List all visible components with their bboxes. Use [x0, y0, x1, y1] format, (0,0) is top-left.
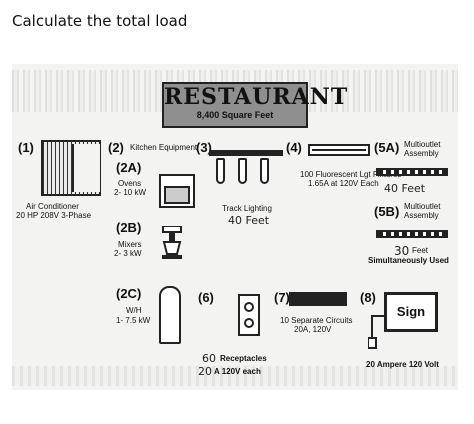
item-2-number: (2)	[108, 140, 124, 155]
item-5a-number: (5A)	[374, 140, 400, 155]
multioutlet-a-label-1: Multioutlet	[404, 140, 441, 149]
mixers-label: Mixers	[118, 240, 142, 249]
sign-cord-icon	[368, 315, 384, 349]
multioutlet-b-label-2: Assembly	[404, 211, 439, 220]
restaurant-diagram: RESTAURANT 8,400 Square Feet (1) Air Con…	[12, 64, 458, 390]
item-4-number: (4)	[286, 140, 302, 155]
outlet-icon	[244, 302, 254, 312]
multioutlet-a-handwritten: 40 Feet	[384, 182, 426, 195]
ovens-rating: 2- 10 kW	[114, 188, 147, 197]
mixers-rating: 2- 3 kW	[114, 249, 142, 258]
receptacle-handwritten-2: 20	[198, 365, 212, 378]
track-bar	[209, 150, 283, 156]
receptacle-icon	[238, 294, 260, 336]
circuits-rating: 20A, 120V	[294, 325, 332, 334]
mixer-icon	[162, 226, 182, 259]
oven-window	[164, 186, 190, 204]
circuit-breaker-icon	[289, 292, 347, 306]
receptacle-handwritten-1: 60	[202, 352, 216, 365]
outlet-icon	[244, 318, 254, 328]
wh-label: W/H	[126, 306, 142, 315]
item-3-number: (3)	[196, 140, 212, 155]
banner-title: RESTAURANT	[164, 84, 349, 110]
item-2c-number: (2C)	[116, 286, 142, 301]
track-label: Track Lighting	[222, 204, 272, 213]
multioutlet-b-feet: Feet	[412, 246, 429, 255]
multioutlet-a-strip	[376, 168, 448, 176]
restaurant-banner: RESTAURANT 8,400 Square Feet	[162, 82, 349, 128]
fluorescent-tube	[312, 149, 366, 151]
sign-label: 20 Ampere 120 Volt	[366, 360, 439, 369]
multioutlet-b-strip	[376, 230, 448, 238]
circuits-label: 10 Separate Circuits	[280, 316, 353, 325]
scan-noise-bottom	[12, 366, 458, 386]
ac-label-1: Air Conditioner	[26, 202, 79, 211]
item-2a-number: (2A)	[116, 160, 142, 175]
water-heater-icon	[159, 286, 181, 344]
item-6-number: (6)	[198, 290, 214, 305]
item-1-number: (1)	[18, 140, 34, 155]
sign-icon: Sign	[384, 292, 438, 332]
track-handwritten: 40 Feet	[228, 214, 270, 227]
question-text: Calculate the total load	[12, 12, 188, 30]
fluorescent-label: 100 Fluorescent Lgt Fixtures	[300, 170, 402, 179]
multioutlet-b-handwritten: 30	[394, 244, 410, 258]
multioutlet-b-label-1: Multioutlet	[404, 202, 441, 211]
item-2b-number: (2B)	[116, 220, 142, 235]
receptacle-label-1: Receptacles	[220, 354, 267, 363]
ovens-label: Ovens	[118, 179, 142, 188]
item-8-number: (8)	[360, 290, 376, 305]
item-5b-number: (5B)	[374, 204, 400, 219]
multioutlet-b-note: Simultaneously Used	[368, 256, 449, 265]
track-lamp-icon	[238, 158, 247, 184]
ac-label-2: 20 HP 208V 3-Phase	[16, 211, 92, 220]
wh-rating: 1- 7.5 kW	[116, 316, 151, 325]
track-lamp-icon	[260, 158, 269, 184]
banner-subtitle: 8,400 Square Feet	[196, 110, 274, 120]
kitchen-label: Kitchen Equipment	[130, 143, 198, 152]
item-7-number: (7)	[274, 290, 290, 305]
receptacle-label-2: A 120V each	[214, 367, 261, 376]
track-lamp-icon	[216, 158, 225, 184]
air-conditioner-panel	[72, 144, 100, 192]
multioutlet-a-label-2: Assembly	[404, 149, 439, 158]
fluorescent-rating: 1.65A at 120V Each	[308, 179, 379, 188]
